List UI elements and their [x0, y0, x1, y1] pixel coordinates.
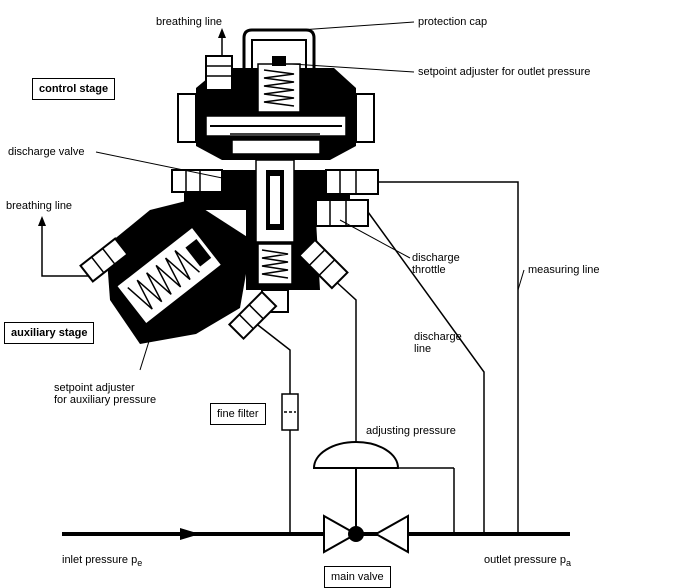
auxiliary-stage-label: auxiliary stage	[4, 322, 95, 344]
adjusting-pressure-label: adjusting pressure	[366, 425, 456, 437]
control-stage-label: control stage	[32, 78, 116, 100]
measuring-line-label: measuring line	[528, 264, 600, 276]
protection-cap-label: protection cap	[418, 16, 488, 28]
fine-filter-label: fine filter	[210, 403, 266, 425]
flow-arrow	[180, 528, 200, 540]
inlet-pressure-subscript: e	[137, 558, 143, 568]
discharge-throttle-label-1: discharge	[412, 252, 460, 264]
breathing-arrow-left	[38, 216, 46, 226]
inlet-pressure-label: inlet pressure pe	[62, 554, 143, 568]
outlet-pressure-subscript: a	[565, 558, 571, 568]
control-stage-body	[171, 28, 379, 313]
setpoint-outlet-label: setpoint adjuster for outlet pressure	[418, 66, 591, 78]
discharge-line-label-1: discharge	[414, 331, 462, 343]
outlet-pressure-label: outlet pressure pa	[484, 554, 571, 568]
auxiliary-stage-body	[79, 200, 278, 344]
setpoint-aux-label-2: for auxiliary pressure	[54, 394, 157, 406]
main-valve-label: main valve	[324, 566, 391, 588]
discharge-line-label-2: line	[414, 343, 432, 355]
breathing-line-top-label: breathing line	[156, 16, 223, 28]
discharge-valve-label: discharge valve	[8, 146, 85, 158]
breathing-arrow-top	[218, 28, 226, 38]
connection-lines	[41, 36, 519, 534]
breathing-line-left-label: breathing line	[6, 200, 73, 212]
outlet-pressure-text: outlet pressure p	[484, 554, 566, 566]
discharge-throttle-label-2: throttle	[412, 264, 446, 276]
inlet-pressure-text: inlet pressure p	[62, 554, 138, 566]
main-valve-symbol	[312, 428, 409, 554]
fine-filter-symbol	[281, 393, 299, 431]
leader-lines	[95, 21, 525, 371]
setpoint-aux-label-1: setpoint adjuster	[54, 382, 135, 394]
